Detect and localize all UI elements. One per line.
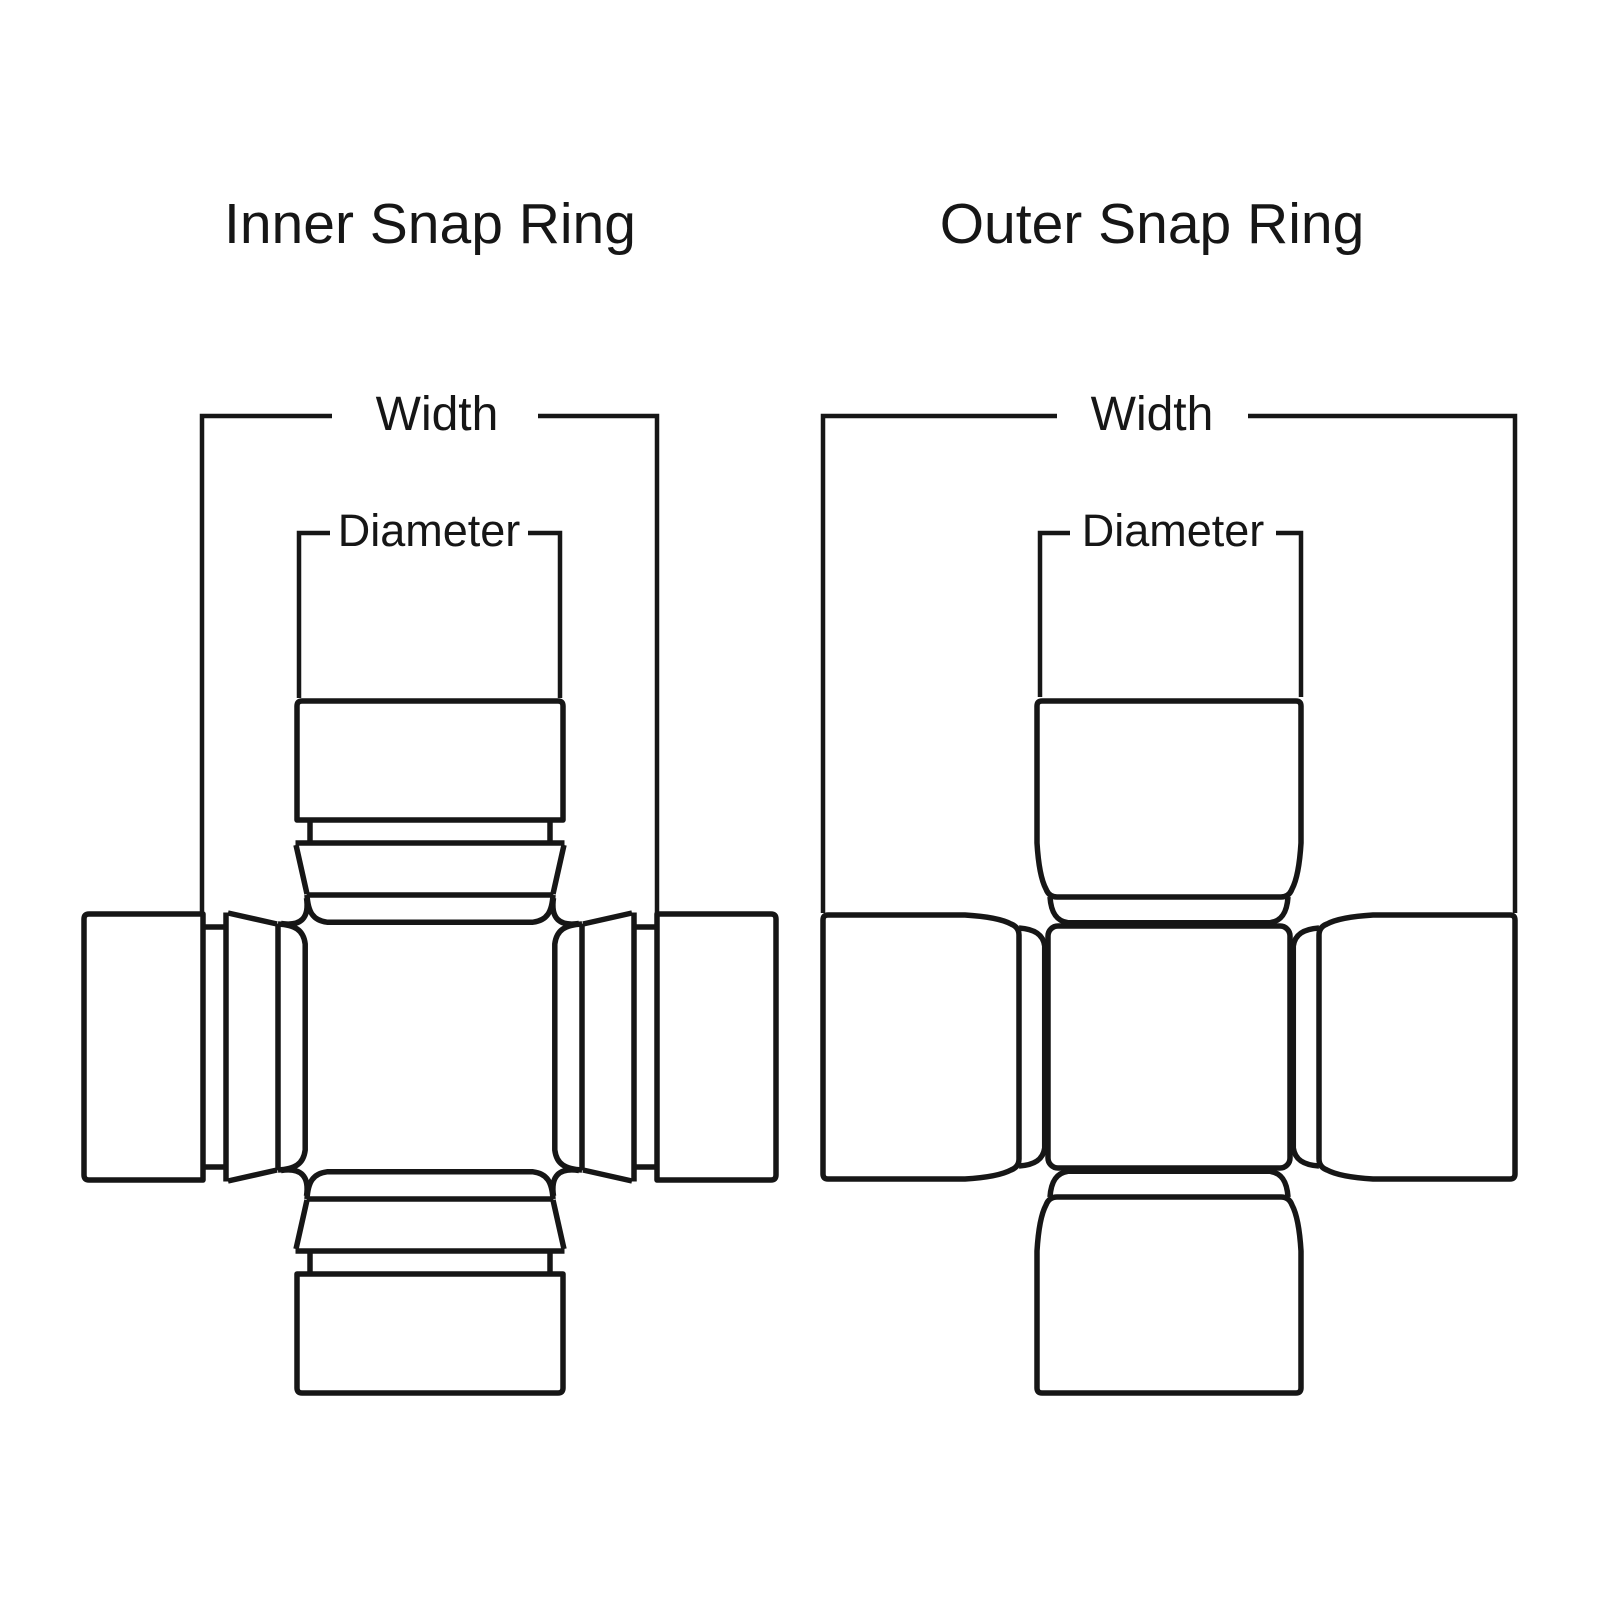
inner-diameter-label: Diameter [338,505,521,556]
inner-cross-body [84,701,776,1393]
outer-width-bracket [820,413,1518,913]
inner-diameter-bracket [296,530,563,698]
inner-diagram-title: Inner Snap Ring [224,192,636,256]
outer-arm-top [1037,701,1301,923]
inner-arm-right [553,898,776,1182]
outer-diameter-label: Diameter [1082,505,1265,556]
outer-arm-right [1293,915,1515,1179]
outer-center-body [1045,923,1293,1171]
inner-arm-top [281,701,565,924]
outer-snap-ring-diagram: Outer Snap Ring Width Diameter [823,192,1515,1393]
outer-width-label: Width [1091,388,1214,441]
outer-arm-bottom [1037,1171,1301,1393]
inner-width-bracket [199,413,660,913]
outer-cross-body [823,701,1515,1393]
inner-arm-bottom [296,1170,580,1393]
outer-diameter-bracket [1037,530,1304,697]
inner-snap-ring-diagram: Inner Snap Ring Width Diameter [84,192,776,1393]
outer-arm-left [823,915,1045,1179]
outer-diagram-title: Outer Snap Ring [940,192,1365,256]
inner-arm-left [84,913,307,1197]
inner-width-label: Width [376,388,499,441]
